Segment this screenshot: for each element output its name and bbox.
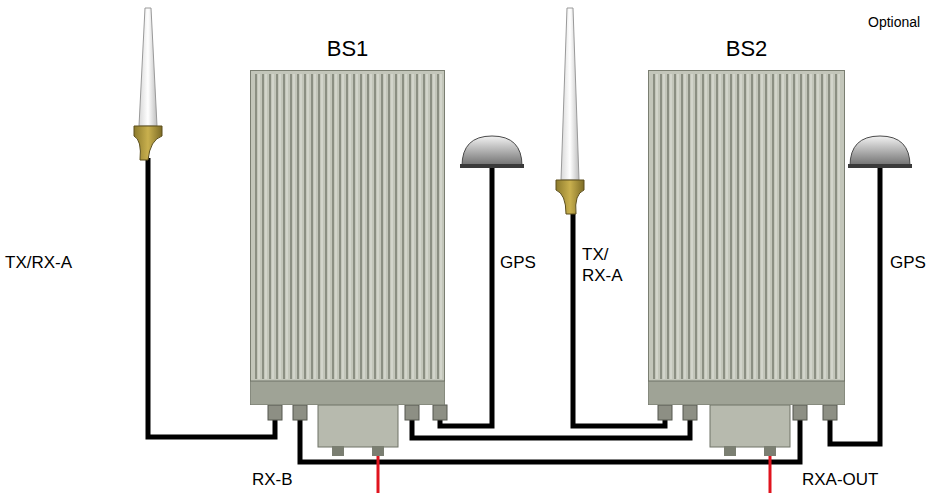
unit-name: BS1 [250, 36, 445, 62]
base-station-unit: BS2 [648, 70, 845, 405]
port-label: GPS [890, 252, 926, 273]
port-label: RX-B [252, 469, 293, 490]
junction-box [318, 405, 790, 456]
base-station-unit: BS1 [250, 70, 445, 405]
port-label: TX/RX-A [5, 252, 72, 273]
antenna [556, 8, 584, 214]
port-label: TX/ RX-A [582, 244, 632, 287]
antenna [134, 8, 162, 160]
port-label: Optional [868, 14, 920, 32]
port-label: GPS [500, 252, 536, 273]
heatsink-housing [648, 70, 845, 405]
rf-cable [300, 405, 800, 462]
unit-name: BS2 [648, 36, 845, 62]
heatsink-housing [250, 70, 445, 405]
rf-cable [412, 405, 690, 438]
rf-connector [268, 405, 837, 420]
power-wire [378, 456, 770, 493]
port-label: RXA-OUT [802, 469, 879, 490]
